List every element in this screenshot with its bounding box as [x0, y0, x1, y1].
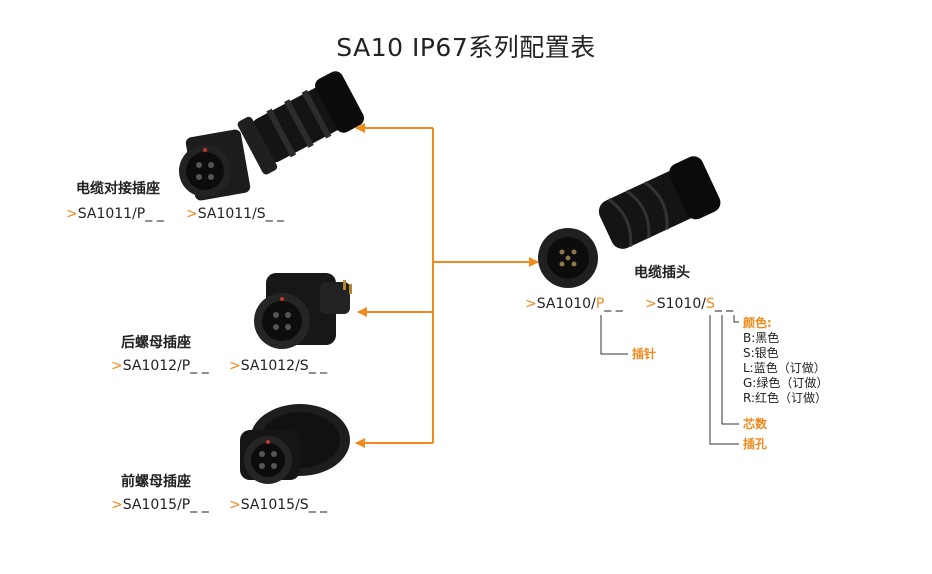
- page-title: SA10 IP67系列配置表: [336, 33, 596, 62]
- socket-bracket: [709, 315, 739, 445]
- pin-legend: 插针: [632, 347, 657, 361]
- cable-receptacle-code-s: >SA1011/S_ _: [186, 206, 285, 222]
- color-option-red: R:红色（订做）: [743, 391, 828, 405]
- cores-bracket: [721, 315, 739, 425]
- color-bracket: [733, 315, 739, 323]
- cable-plug-code-s: >S1010/S_ _: [645, 296, 734, 312]
- cable-plug-code-p: >SA1010/P_ _: [525, 296, 623, 312]
- rear-panel-image: [254, 273, 352, 349]
- cores-legend: 芯数: [743, 417, 768, 431]
- front-panel-image: [240, 404, 350, 484]
- rear-panel-code-p: >SA1012/P_ _: [111, 358, 209, 374]
- cable-receptacle-label: 电缆对接插座: [76, 181, 160, 197]
- pin-bracket: [600, 315, 628, 355]
- cable-plug-label: 电缆插头: [634, 265, 690, 281]
- front-panel-code-p: >SA1015/P_ _: [111, 497, 209, 513]
- color-option-green: G:绿色（订做）: [743, 376, 829, 390]
- cable-plug-image: [538, 156, 721, 288]
- front-panel-code-s: >SA1015/S_ _: [229, 497, 328, 513]
- socket-legend: 插孔: [743, 437, 768, 451]
- rear-panel-code-s: >SA1012/S_ _: [229, 358, 328, 374]
- cable-receptacle-image: [179, 71, 365, 201]
- cable-receptacle-code-p: >SA1011/P_ _: [66, 206, 164, 222]
- color-option-silver: S:银色: [743, 346, 779, 360]
- color-option-blue: L:蓝色（订做）: [743, 361, 826, 375]
- rear-panel-label: 后螺母插座: [121, 335, 191, 351]
- color-option-black: B:黑色: [743, 331, 780, 345]
- front-panel-label: 前螺母插座: [121, 474, 191, 490]
- color-legend-title: 颜色:: [743, 316, 772, 330]
